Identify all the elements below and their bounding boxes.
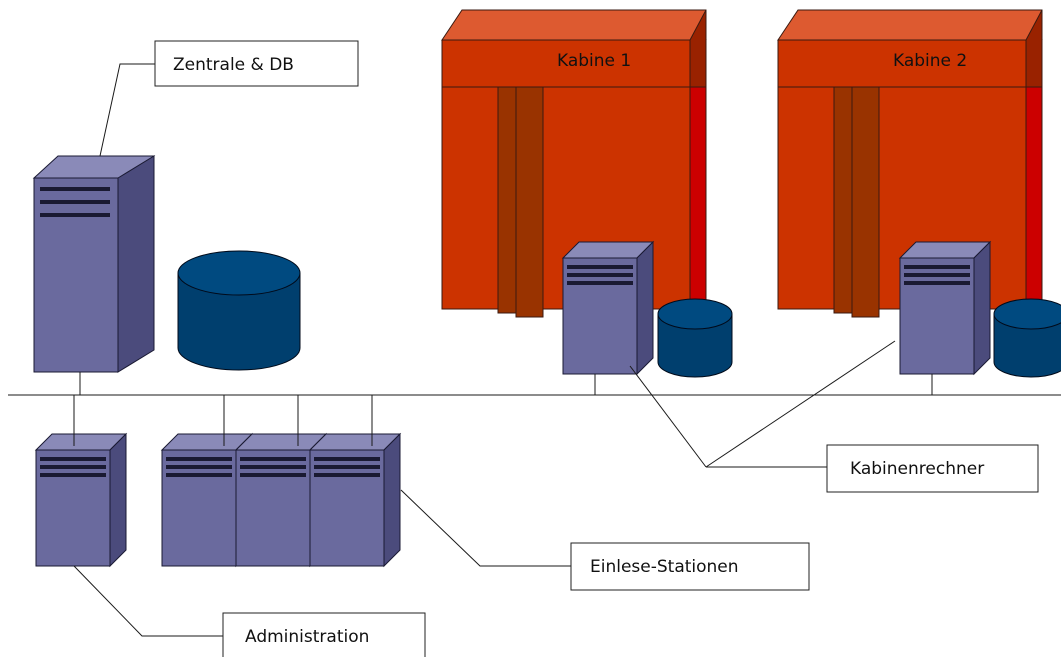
admin-server bbox=[35, 433, 127, 567]
callout-cabin-computer: Kabinenrechner bbox=[629, 340, 1039, 493]
administration-label: Administration bbox=[245, 627, 369, 647]
callout-central: Zentrale & DB bbox=[99, 40, 359, 157]
central-label: Zentrale & DB bbox=[173, 55, 294, 75]
cabin-2-database-icon bbox=[993, 298, 1061, 378]
cabin-1-label: Kabine 1 bbox=[557, 51, 631, 71]
cabin-1-server bbox=[562, 241, 654, 375]
cabin-computer-label: Kabinenrechner bbox=[850, 459, 984, 479]
reading-stations-label: Einlese-Stationen bbox=[590, 557, 739, 577]
central-server bbox=[32, 155, 156, 373]
cabin-1-database-icon bbox=[657, 298, 733, 378]
cabin-2-server bbox=[899, 241, 991, 375]
cabin-2-label: Kabine 2 bbox=[893, 51, 967, 71]
reading-station-3 bbox=[309, 433, 401, 567]
callout-administration: Administration bbox=[73, 565, 426, 657]
callout-reading-stations: Einlese-Stationen bbox=[400, 489, 810, 591]
bus-connections bbox=[73, 372, 933, 446]
central-database-icon bbox=[177, 250, 301, 371]
